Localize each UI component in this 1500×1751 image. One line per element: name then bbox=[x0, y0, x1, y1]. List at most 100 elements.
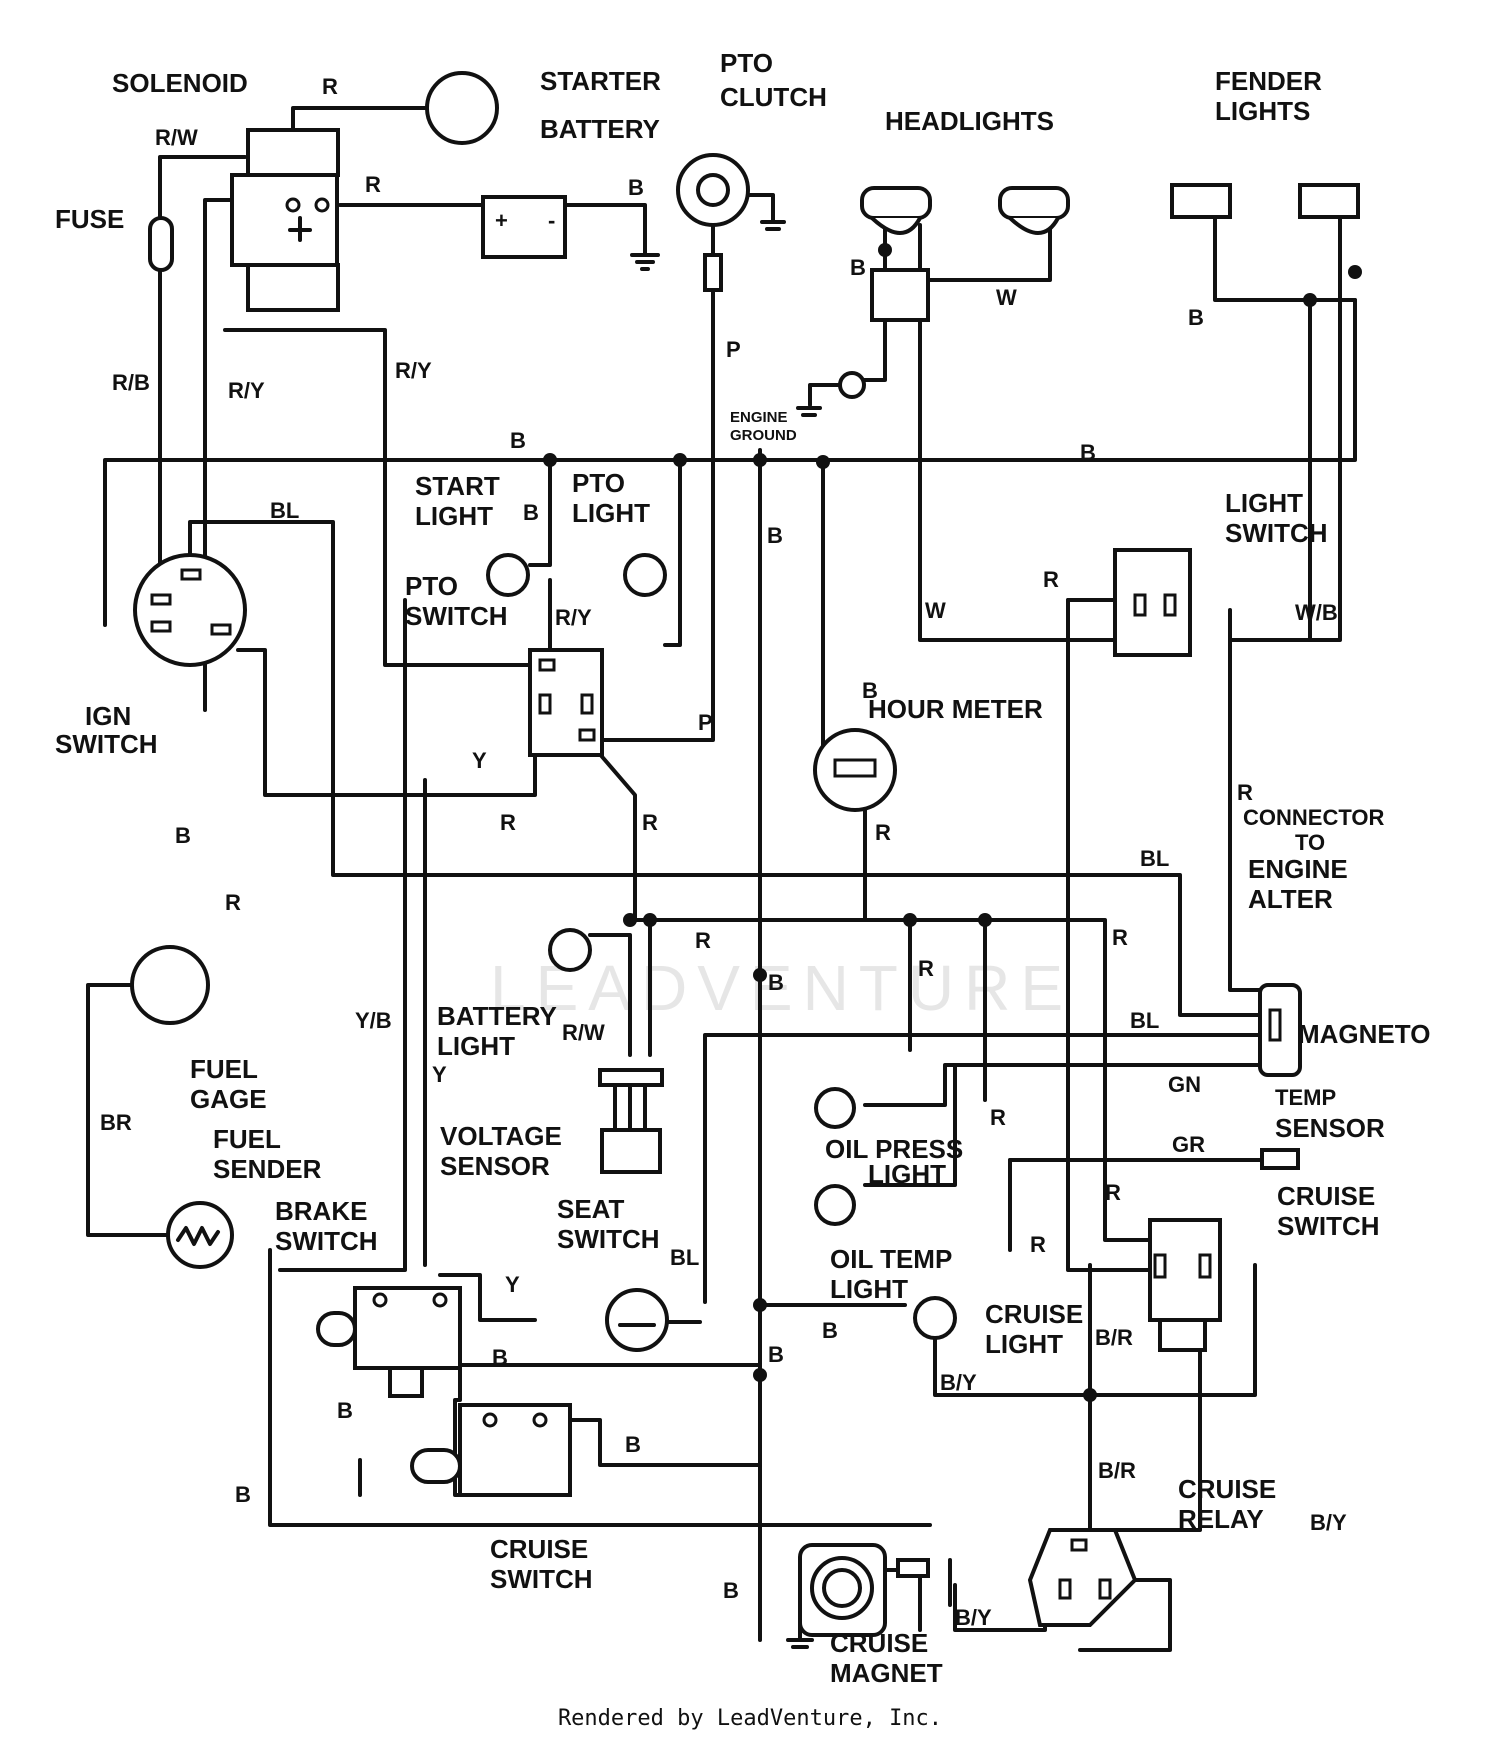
ign-switch bbox=[133, 553, 247, 667]
label-connector-3: ENGINE bbox=[1248, 854, 1348, 884]
label-cruise-relay-1: CRUISE bbox=[1178, 1474, 1276, 1504]
label-brake-switch-2: SWITCH bbox=[275, 1226, 378, 1256]
wire-label: GR bbox=[1172, 1132, 1205, 1157]
wire-label: R bbox=[1237, 780, 1253, 805]
wire-label: R/Y bbox=[228, 378, 265, 403]
wire-label: R bbox=[225, 890, 241, 915]
wire-label: B bbox=[523, 500, 539, 525]
engine-ground-symbol bbox=[796, 383, 842, 417]
wire-label: R bbox=[365, 172, 381, 197]
svg-text:-: - bbox=[548, 208, 555, 233]
fender-lights bbox=[1170, 183, 1360, 219]
starter-motor bbox=[425, 71, 499, 145]
cruise-magnet bbox=[786, 1543, 930, 1649]
label-connector-2: TO bbox=[1295, 830, 1325, 855]
temp-sensor bbox=[1260, 1148, 1300, 1170]
wire-label: R bbox=[695, 928, 711, 953]
label-light-switch-1: LIGHT bbox=[1225, 488, 1303, 518]
label-oil-temp-2: LIGHT bbox=[830, 1274, 908, 1304]
label-fuse: FUSE bbox=[55, 204, 124, 234]
label-fuel-gage-1: FUEL bbox=[190, 1054, 258, 1084]
label-fuel-sender-2: SENDER bbox=[213, 1154, 322, 1184]
wire-label: B bbox=[768, 970, 784, 995]
magneto-connector bbox=[1258, 983, 1302, 1077]
label-fuel-sender-1: FUEL bbox=[213, 1124, 281, 1154]
wire-label: Y bbox=[432, 1062, 447, 1087]
label-hour-meter: HOUR METER bbox=[868, 694, 1043, 724]
wire-label: B bbox=[767, 523, 783, 548]
ground-symbol bbox=[630, 253, 660, 271]
oil-temp-light bbox=[814, 1184, 856, 1226]
voltage-sensor bbox=[598, 1068, 664, 1174]
fuse bbox=[148, 216, 174, 272]
label-pto-switch-1: PTO bbox=[405, 571, 458, 601]
cruise-relay bbox=[1027, 1528, 1138, 1627]
wire-label: Y bbox=[505, 1272, 520, 1297]
wire-label: BL bbox=[670, 1245, 699, 1270]
pto-switch bbox=[528, 648, 604, 757]
wire-label: B bbox=[862, 678, 878, 703]
start-light bbox=[486, 553, 530, 597]
label-temp-sensor-1: TEMP bbox=[1275, 1085, 1336, 1110]
label-cruise-light-1: CRUISE bbox=[985, 1299, 1083, 1329]
wire-label: B bbox=[510, 428, 526, 453]
battery: + - bbox=[481, 195, 567, 259]
wire-label: R bbox=[918, 956, 934, 981]
label-fender-2: LIGHTS bbox=[1215, 96, 1310, 126]
wire-label: B bbox=[628, 175, 644, 200]
wire-label: W bbox=[996, 285, 1017, 310]
label-magneto: MAGNETO bbox=[1298, 1019, 1430, 1049]
cruise-light bbox=[913, 1296, 957, 1340]
wire-label: R bbox=[500, 810, 516, 835]
pto-light bbox=[623, 553, 667, 597]
label-cruise-switch-top-2: SWITCH bbox=[1277, 1211, 1380, 1241]
wire-label: Y/B bbox=[355, 1008, 392, 1033]
wire-label: R bbox=[1030, 1232, 1046, 1257]
label-pto-switch-2: SWITCH bbox=[405, 601, 508, 631]
wire-label: GN bbox=[1168, 1072, 1201, 1097]
label-battery-light-2: LIGHT bbox=[437, 1031, 515, 1061]
wire-label: BR bbox=[100, 1110, 132, 1135]
wire-label: B bbox=[850, 255, 866, 280]
label-cruise-magnet-2: MAGNET bbox=[830, 1658, 943, 1688]
wire-label: BL bbox=[270, 498, 299, 523]
label-cruise-light-2: LIGHT bbox=[985, 1329, 1063, 1359]
wire-label: B bbox=[235, 1482, 251, 1507]
label-voltage-sensor-2: SENSOR bbox=[440, 1151, 550, 1181]
label-cruise-switch-top-1: CRUISE bbox=[1277, 1181, 1375, 1211]
label-pto-light-2: LIGHT bbox=[572, 498, 650, 528]
label-seat-switch-2: SWITCH bbox=[557, 1224, 660, 1254]
label-cruise-magnet-1: CRUISE bbox=[830, 1628, 928, 1658]
label-starter: STARTER bbox=[540, 66, 661, 96]
footer-credit: Rendered by LeadVenture, Inc. bbox=[557, 1706, 943, 1731]
pto-clutch bbox=[676, 153, 786, 292]
label-cruise-relay-2: RELAY bbox=[1178, 1504, 1264, 1534]
label-start-light-1: START bbox=[415, 471, 500, 501]
wire-label: R bbox=[990, 1105, 1006, 1130]
label-engine-ground-1: ENGINE bbox=[730, 409, 788, 426]
junctions bbox=[543, 243, 1362, 1402]
wire-label: R/W bbox=[562, 1020, 605, 1045]
engine-ground-terminal bbox=[838, 371, 866, 399]
wire-label: B bbox=[1188, 305, 1204, 330]
wire-label: BL bbox=[1140, 846, 1169, 871]
wire-label: B/Y bbox=[1310, 1510, 1347, 1535]
wire-label: B/Y bbox=[955, 1605, 992, 1630]
brake-switch bbox=[316, 1286, 462, 1398]
wire-label: B bbox=[822, 1318, 838, 1343]
label-cruise-switch-bottom-1: CRUISE bbox=[490, 1534, 588, 1564]
svg-text:+: + bbox=[495, 208, 508, 233]
label-battery: BATTERY bbox=[540, 114, 660, 144]
wire-label: R/Y bbox=[395, 358, 432, 383]
label-headlights: HEADLIGHTS bbox=[885, 106, 1054, 136]
wire-label: B bbox=[768, 1342, 784, 1367]
cruise-switch-bottom bbox=[410, 1403, 572, 1497]
battery-light bbox=[548, 928, 592, 972]
wire-label: B bbox=[1080, 440, 1096, 465]
label-cruise-switch-bottom-2: SWITCH bbox=[490, 1564, 593, 1594]
component-labels: SOLENOID STARTER PTO CLUTCH BATTERY HEAD… bbox=[55, 48, 1430, 1688]
label-ign-switch-2: SWITCH bbox=[55, 729, 158, 759]
wire-label: B bbox=[723, 1578, 739, 1603]
label-start-light-2: LIGHT bbox=[415, 501, 493, 531]
label-connector-4: ALTER bbox=[1248, 884, 1333, 914]
